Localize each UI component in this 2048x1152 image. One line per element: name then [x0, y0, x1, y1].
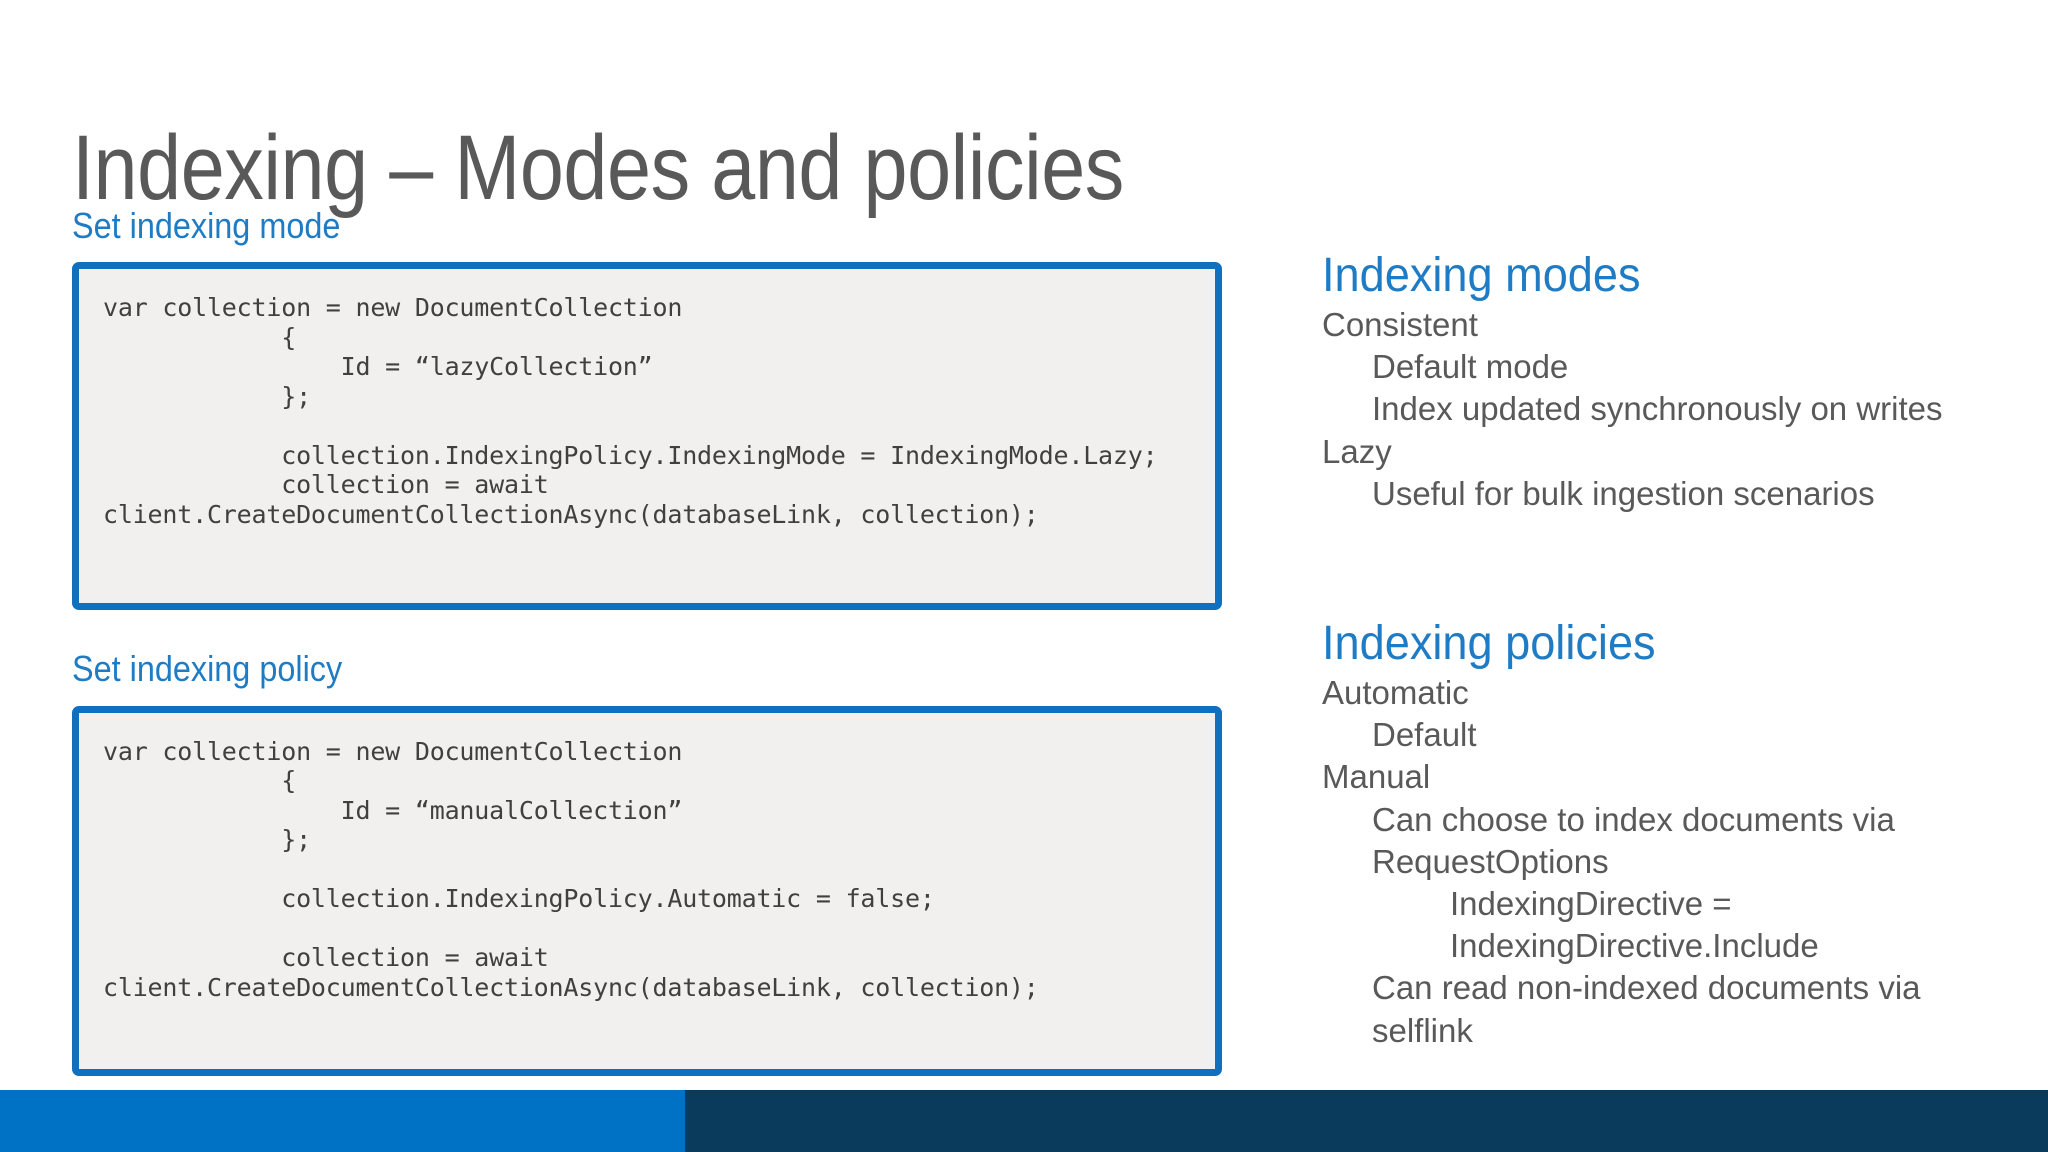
indexing-policy-item: Manual [1322, 758, 1431, 796]
indexing-mode-item: Index updated synchronously on writes [1372, 390, 1943, 428]
indexing-policy-item: Default [1372, 716, 1477, 754]
sub-heading-set-indexing-policy: Set indexing policy [72, 648, 343, 690]
code-block-indexing-policy[interactable]: var collection = new DocumentCollection … [72, 705, 1222, 1076]
section-heading-indexing-modes: Indexing modes [1322, 249, 1641, 302]
indexing-policy-item: Can read non-indexed documents via selfl… [1372, 969, 1921, 1049]
indexing-policy-item: IndexingDirective = IndexingDirective.In… [1450, 885, 1819, 965]
indexing-mode-item: Useful for bulk ingestion scenarios [1372, 474, 1875, 512]
indexing-mode-item: Consistent [1322, 305, 1478, 343]
page-title: Indexing – Modes and policies [72, 116, 1124, 219]
indexing-mode-item: Default mode [1372, 348, 1569, 386]
code-text-indexing-mode: var collection = new DocumentCollection … [103, 293, 1158, 529]
indexing-policy-item: Can choose to index documents via Reques… [1372, 800, 1895, 880]
indexing-mode-item: Lazy [1322, 432, 1392, 470]
footer-bar-left-accent [0, 1090, 685, 1152]
indexing-policy-item: Automatic [1322, 673, 1469, 711]
footer-bar-right-accent [685, 1090, 2048, 1152]
sub-heading-set-indexing-mode: Set indexing mode [72, 205, 341, 246]
section-heading-indexing-policies: Indexing policies [1322, 617, 1656, 670]
code-text-indexing-policy: var collection = new DocumentCollection … [103, 736, 1039, 1002]
left-column: Set indexing mode var collection = new D… [72, 205, 1222, 1076]
code-block-indexing-mode[interactable]: var collection = new DocumentCollection … [72, 262, 1222, 611]
footer-bar [0, 1090, 2048, 1152]
